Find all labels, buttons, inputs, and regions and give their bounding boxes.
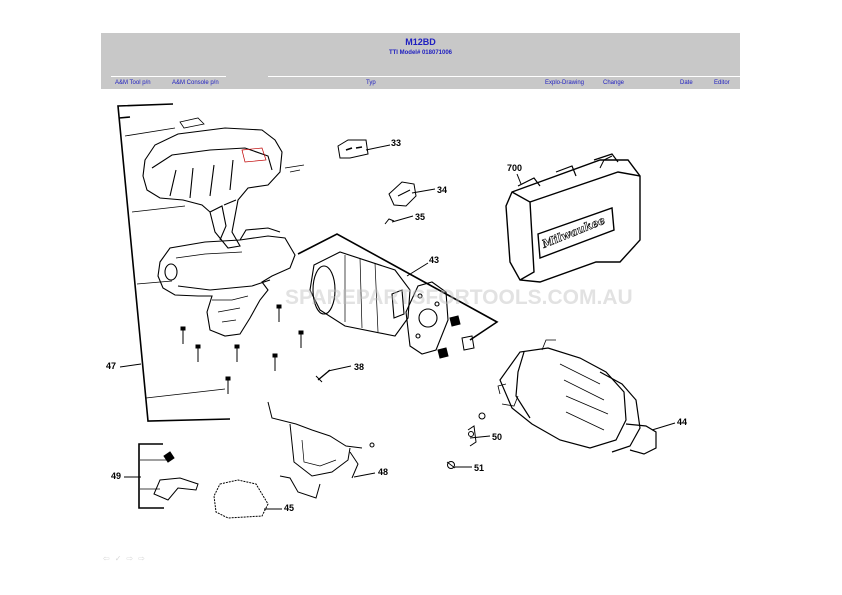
- part-48: [267, 401, 375, 499]
- leader-35: [391, 215, 414, 223]
- last-page-icon[interactable]: ⇨: [138, 554, 150, 563]
- screw-set-47: [180, 304, 304, 394]
- callout-43: 43: [429, 255, 440, 265]
- carrying-case-700: [505, 153, 641, 283]
- col-date: Date: [680, 80, 693, 86]
- leader-47: [119, 363, 142, 368]
- page-nav: ⇦✓⇨⇨: [103, 554, 150, 563]
- motor-end-plate: [405, 281, 449, 355]
- callout-50: 50: [492, 432, 503, 442]
- model-title: M12BD: [405, 37, 436, 47]
- callout-35: 35: [415, 212, 426, 222]
- callout-47: 47: [106, 361, 117, 371]
- bracket-43: [297, 233, 499, 341]
- first-page-icon[interactable]: ⇦: [103, 554, 115, 563]
- part-35: [384, 218, 395, 225]
- header-divider: [111, 76, 226, 77]
- callout-34: 34: [437, 185, 448, 195]
- col-explo-drawing: Explo-Drawing: [545, 80, 585, 86]
- callout-700: 700: [507, 163, 523, 173]
- bracket-49: [138, 443, 164, 509]
- next-page-icon[interactable]: ⇨: [126, 554, 139, 563]
- model-number: TTI Model# 018071006: [388, 50, 453, 56]
- callout-49: 49: [111, 471, 122, 481]
- housing-half-upper: [142, 117, 305, 249]
- prev-page-icon[interactable]: ✓: [114, 554, 127, 563]
- motor: [309, 251, 411, 337]
- belt-clip-49: [153, 451, 199, 501]
- leader-43: [406, 262, 429, 277]
- col-typ: Typ: [366, 80, 376, 86]
- leader-38: [327, 365, 352, 372]
- callout-45: 45: [284, 503, 295, 513]
- callout-44: 44: [677, 417, 688, 427]
- leader-700: [516, 173, 522, 185]
- col-editor: Editor: [714, 80, 730, 86]
- part-34: [388, 181, 417, 207]
- part-45: [213, 479, 269, 519]
- bracket-47: [117, 103, 231, 422]
- header-divider: [268, 76, 740, 77]
- leader-33: [365, 144, 391, 151]
- leader-34: [411, 188, 436, 194]
- callout-38: 38: [354, 362, 365, 372]
- housing-half-lower: [157, 227, 296, 337]
- part-38: [315, 369, 331, 383]
- part-50-51: [446, 412, 486, 469]
- watermark: SPAREPARTSFORTOOLS.COM.AU: [285, 286, 633, 309]
- callout-48: 48: [378, 467, 389, 477]
- callout-51: 51: [474, 463, 485, 473]
- guide-lines-47: [124, 127, 226, 399]
- leader-44: [651, 422, 676, 431]
- gearbox-chuck-44: [497, 339, 657, 455]
- motor-screws: [437, 315, 475, 359]
- document-header: M12BD TTI Model# 018071006 A&M Tool p/n …: [101, 33, 740, 89]
- col-am-tool: A&M Tool p/n: [115, 80, 151, 86]
- col-change: Change: [603, 80, 625, 86]
- callout-33: 33: [391, 138, 402, 148]
- leader-50: [469, 435, 491, 439]
- col-am-console: A&M Console p/n: [172, 80, 219, 86]
- leader-48: [353, 472, 376, 478]
- part-33: [337, 139, 369, 159]
